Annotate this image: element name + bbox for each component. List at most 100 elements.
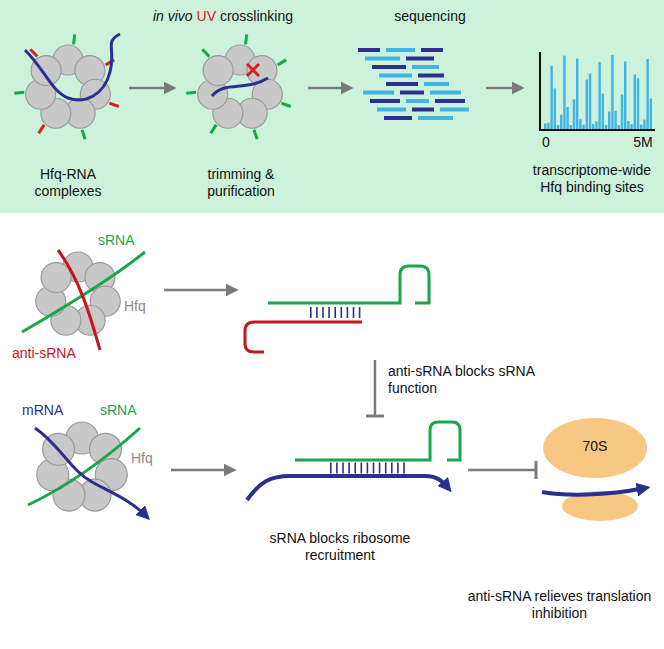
process-arrow bbox=[486, 87, 522, 90]
chart-bar bbox=[624, 61, 626, 129]
chart-bar bbox=[614, 111, 616, 129]
chart-bar bbox=[605, 125, 607, 129]
crosslinker-mark bbox=[82, 130, 85, 139]
chart-bar bbox=[554, 88, 556, 129]
sequencing-reads bbox=[358, 50, 469, 118]
hfq-complex: sRNA anti-sRNA Hfq bbox=[10, 230, 160, 364]
chart-bar bbox=[550, 66, 552, 129]
complex-illustration: Hfq-RNA complexes bbox=[11, 45, 125, 202]
duplex: sRNA blocks ribosome recruitment bbox=[238, 420, 464, 566]
inhibition-line bbox=[374, 360, 377, 416]
chart-bar bbox=[637, 78, 639, 129]
base-pairs bbox=[330, 463, 405, 474]
read bbox=[358, 48, 380, 52]
read bbox=[412, 108, 434, 112]
rna-strand bbox=[25, 34, 120, 100]
chart-bar bbox=[589, 73, 591, 129]
hfq-ring bbox=[37, 422, 127, 511]
crosslinker-mark bbox=[246, 34, 247, 44]
read bbox=[377, 108, 406, 112]
chart-bar bbox=[611, 55, 613, 129]
chart-bar bbox=[650, 98, 652, 129]
chart-bar bbox=[608, 112, 610, 129]
node-text: Hfq-RNA complexes bbox=[13, 166, 123, 200]
chart-bar bbox=[547, 123, 549, 129]
srna-strand bbox=[22, 252, 145, 332]
complex-illustration: trimming & purification bbox=[178, 45, 304, 202]
crosslinker-mark bbox=[278, 60, 287, 65]
crosslinker-mark bbox=[211, 125, 216, 133]
rna-strand bbox=[212, 78, 268, 96]
read bbox=[365, 57, 400, 61]
srna-hairpin bbox=[295, 422, 460, 460]
chart-bar bbox=[576, 59, 578, 129]
chart-bar bbox=[563, 56, 565, 129]
process-arrow bbox=[308, 87, 351, 90]
crosslinker-mark bbox=[74, 34, 75, 44]
hfq-subunit bbox=[203, 56, 233, 86]
chart-bar bbox=[573, 99, 575, 129]
process-arrow bbox=[171, 469, 234, 472]
hfq-complex: mRNAsRNAHfq bbox=[20, 400, 167, 525]
read bbox=[406, 99, 429, 103]
chart-bar bbox=[630, 124, 632, 129]
crosslink-mark bbox=[247, 64, 259, 76]
node-text: transcriptome-wide Hfq binding sites bbox=[528, 162, 656, 196]
crosslinker-mark bbox=[39, 125, 44, 133]
chart-bar bbox=[627, 121, 629, 129]
chart-bar bbox=[602, 94, 604, 129]
read bbox=[400, 91, 424, 95]
chart-bar bbox=[634, 74, 636, 129]
chart-bar bbox=[640, 125, 642, 129]
base-pairs bbox=[310, 307, 362, 318]
chart-bar bbox=[560, 115, 562, 129]
chart-bar bbox=[643, 120, 645, 129]
chart-illustration: transcriptome-wide Hfq binding sites bbox=[526, 48, 658, 198]
node-text: sRNA bbox=[100, 402, 145, 419]
anti-srna-hairpin bbox=[245, 322, 362, 352]
read bbox=[370, 99, 400, 103]
chart-bar bbox=[579, 119, 581, 129]
chart-bar bbox=[618, 125, 620, 129]
crosslinker-mark bbox=[281, 103, 290, 106]
read bbox=[386, 48, 415, 52]
node-text: trimming & purification bbox=[180, 166, 302, 200]
edge-label: in vivo UV crosslinking bbox=[128, 8, 318, 25]
read bbox=[379, 74, 412, 78]
crosslinker-mark bbox=[186, 91, 196, 95]
hfq-subunit bbox=[41, 263, 71, 293]
read bbox=[406, 57, 434, 61]
chart-bar bbox=[582, 125, 584, 129]
process-arrow bbox=[164, 289, 236, 292]
mrna-strand bbox=[247, 476, 448, 500]
srna-strand bbox=[28, 428, 140, 505]
chart-bar bbox=[646, 59, 648, 129]
read bbox=[424, 82, 449, 86]
chart-bar bbox=[557, 125, 559, 129]
chart-axis bbox=[540, 52, 655, 130]
top-panel bbox=[0, 0, 664, 213]
anti-srna-strand bbox=[58, 250, 100, 350]
axis-tick: 5M bbox=[628, 134, 658, 151]
read bbox=[384, 116, 412, 120]
process-arrow bbox=[129, 87, 174, 90]
crosslinker-mark bbox=[254, 130, 257, 139]
node-text: mRNA bbox=[22, 402, 72, 419]
read bbox=[386, 82, 418, 86]
chart-bar bbox=[544, 123, 546, 129]
node-text: anti-sRNA bbox=[12, 345, 92, 362]
mrna-strand bbox=[542, 488, 645, 495]
crosslinker-mark bbox=[109, 103, 118, 106]
read bbox=[372, 65, 406, 69]
axis-tick: 0 bbox=[538, 134, 554, 151]
node-text: Hfq bbox=[124, 298, 158, 315]
chart-bar bbox=[598, 62, 600, 129]
node-text: sRNA bbox=[98, 232, 143, 249]
chart-bar bbox=[592, 124, 594, 129]
read bbox=[418, 116, 453, 120]
crosslinker-mark bbox=[202, 49, 209, 56]
ribosome-large-subunit bbox=[543, 418, 647, 478]
chart-bar bbox=[621, 94, 623, 129]
